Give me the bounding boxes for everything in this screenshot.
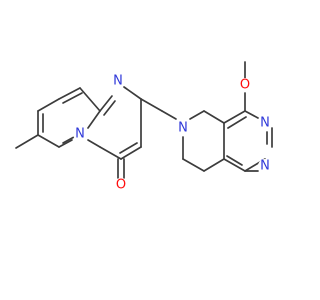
bond xyxy=(120,146,142,160)
atom-label: O xyxy=(116,178,126,193)
atom-label: O xyxy=(240,78,250,93)
bond xyxy=(140,98,163,112)
atom-o: O xyxy=(238,78,252,93)
atom-label-background xyxy=(258,116,272,130)
bond xyxy=(99,146,122,160)
atom-label: N xyxy=(75,127,85,142)
atom-label-background xyxy=(114,178,128,192)
bond xyxy=(87,139,101,148)
bond xyxy=(79,87,101,112)
bond xyxy=(87,110,101,129)
bond xyxy=(119,142,138,154)
bond xyxy=(203,158,225,172)
bond xyxy=(189,110,205,120)
bond-layer xyxy=(15,61,273,179)
atom-o: O xyxy=(114,178,128,193)
bond xyxy=(182,158,205,172)
molecule-structure: N N O N O N N xyxy=(15,61,273,193)
atom-label: N xyxy=(113,74,123,89)
bond xyxy=(62,136,75,144)
atom-n: N xyxy=(73,127,87,142)
atom-n: N xyxy=(258,116,272,131)
atom-label-background xyxy=(238,78,252,92)
atom-label-background xyxy=(73,127,87,141)
bond xyxy=(37,98,60,112)
atom-label-background xyxy=(176,121,190,135)
bond xyxy=(62,92,83,104)
bond xyxy=(123,86,142,100)
atom-n: N xyxy=(258,159,272,174)
atom-layer: N N O N O N N xyxy=(73,74,272,193)
bond xyxy=(227,116,247,129)
bond xyxy=(223,158,246,172)
atom-n: N xyxy=(111,74,125,89)
atom-label: N xyxy=(178,121,188,136)
bond xyxy=(161,110,177,120)
bond xyxy=(58,87,81,100)
bond xyxy=(37,134,60,148)
atom-label: N xyxy=(260,116,270,131)
atom-label: N xyxy=(260,159,270,174)
bond xyxy=(99,95,113,112)
bond xyxy=(203,110,225,124)
bond xyxy=(226,155,243,166)
bond xyxy=(15,134,39,149)
atom-label-background xyxy=(258,159,272,173)
bond xyxy=(103,100,116,116)
atom-n: N xyxy=(176,121,190,136)
atom-label-background xyxy=(111,74,125,88)
bond xyxy=(58,139,73,148)
bond xyxy=(244,110,259,119)
bond xyxy=(223,110,246,124)
